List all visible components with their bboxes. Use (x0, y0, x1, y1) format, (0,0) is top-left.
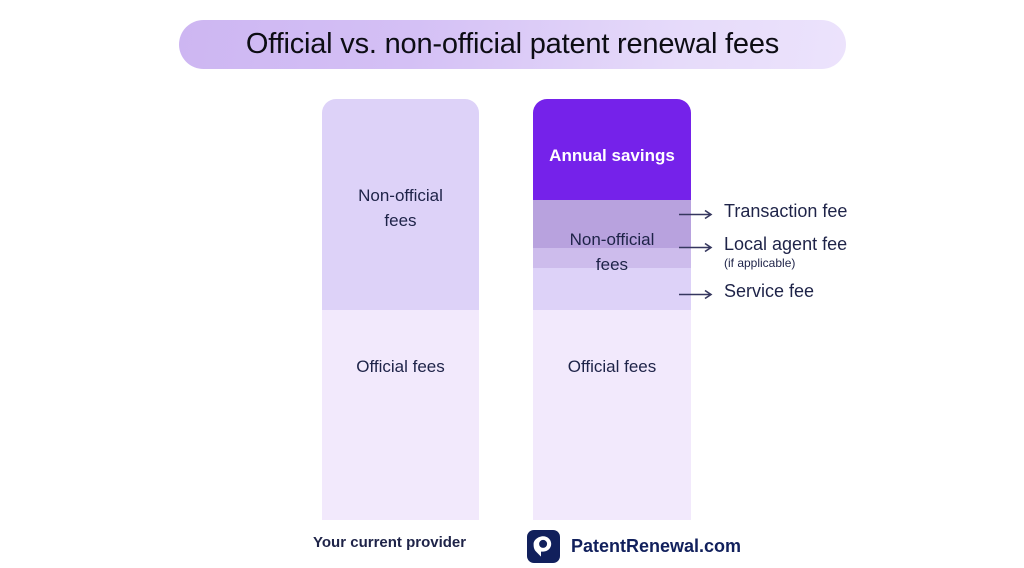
patentrenewal-logo-icon (527, 530, 560, 563)
magnifier-p-icon (533, 536, 552, 557)
bar-segment-transaction-fee (533, 200, 691, 248)
page-title: Official vs. non-official patent renewal… (245, 28, 780, 60)
callout-service-fee-label: Service fee (724, 281, 815, 301)
bar-segment-local-agent-fee (533, 248, 691, 268)
arrow-right-icon (679, 242, 713, 253)
bar-patentrenewal: Annual savings Non-official fees Officia… (533, 99, 691, 520)
bar-current-provider: Non-official fees Official fees (322, 99, 479, 520)
arrow-right-icon (679, 289, 713, 300)
bar-caption-current-provider: Your current provider (313, 534, 467, 551)
bar-segment-annual-savings: Annual savings (533, 99, 691, 200)
bar-segment-official-right: Official fees (533, 310, 691, 520)
nonofficial-line1: Non-official (358, 185, 443, 205)
bar-segment-nonofficial-left: Non-official fees (322, 99, 479, 310)
callout-transaction-fee: Transaction fee (679, 202, 847, 221)
callout-local-agent-fee-label: Local agent fee (724, 234, 848, 254)
page-title-pill: Official vs. non-official patent renewal… (179, 20, 846, 69)
brand-name: PatentRenewal.com (571, 536, 742, 556)
bar-segment-service-fee (533, 268, 691, 310)
callout-transaction-fee-label: Transaction fee (724, 201, 848, 221)
bar-segment-official-left: Official fees (322, 310, 479, 520)
bar-segment-official-right-label: Official fees (567, 356, 657, 376)
callout-service-fee-textwrap: Service fee (724, 282, 814, 301)
callout-transaction-fee-textwrap: Transaction fee (724, 202, 847, 221)
bar-caption-patentrenewal: PatentRenewal.com (527, 530, 741, 563)
callout-local-agent-fee-sublabel: (if applicable) (724, 255, 796, 270)
bar-segment-annual-savings-label: Annual savings (549, 146, 675, 165)
nonofficial-line2: fees (384, 210, 417, 230)
bar-segment-official-left-label: Official fees (356, 356, 445, 376)
arrow-right-icon (679, 209, 713, 220)
callout-local-agent-fee: Local agent fee (if applicable) (679, 235, 847, 269)
callout-local-agent-fee-textwrap: Local agent fee (if applicable) (724, 235, 847, 269)
bar-segment-nonofficial-left-label: Non-official fees (358, 183, 443, 233)
callout-service-fee: Service fee (679, 282, 814, 301)
